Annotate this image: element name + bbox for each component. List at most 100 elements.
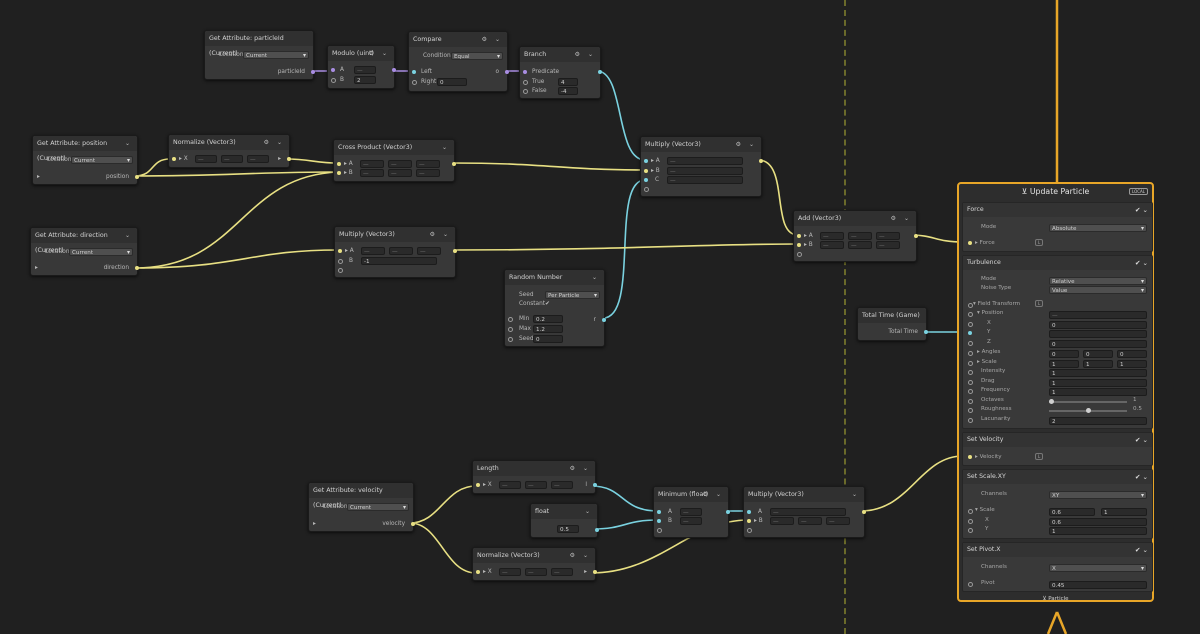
octaves-port[interactable]: [968, 399, 973, 404]
a-z-field[interactable]: —: [416, 160, 440, 168]
seed2-field[interactable]: 0: [533, 335, 563, 343]
c-field[interactable]: —: [667, 176, 743, 184]
location-dropdown[interactable]: Current: [69, 248, 133, 256]
b-field[interactable]: 2: [354, 76, 376, 84]
input-port-extra[interactable]: [747, 528, 752, 533]
input-port-a[interactable]: [331, 68, 335, 72]
scale-port[interactable]: [968, 361, 973, 366]
a-field[interactable]: —: [680, 508, 702, 516]
output-port[interactable]: [602, 318, 606, 322]
x-field[interactable]: —: [499, 568, 521, 576]
local-icon[interactable]: L: [1035, 453, 1044, 460]
random-number-node[interactable]: Random Number⌄ Seed Per Particle Constan…: [504, 269, 606, 347]
position-field[interactable]: —: [1049, 311, 1147, 319]
output-port[interactable]: [392, 68, 396, 72]
a-field[interactable]: —: [354, 66, 376, 74]
scale-port[interactable]: [968, 509, 973, 514]
input-port-extra[interactable]: [644, 187, 649, 192]
output-port[interactable]: [924, 330, 928, 334]
a-x-field[interactable]: —: [361, 247, 385, 255]
intensity-field[interactable]: 1: [1049, 369, 1147, 377]
location-dropdown[interactable]: Current: [71, 156, 133, 164]
get-attribute-velocity-node[interactable]: Get Attribute: velocity (Current) Locati…: [308, 482, 415, 532]
scale-y-field[interactable]: 1: [1101, 508, 1147, 516]
a-z-field[interactable]: —: [417, 247, 441, 255]
lacunarity-field[interactable]: 2: [1049, 417, 1147, 425]
input-port-max[interactable]: [508, 327, 513, 332]
noise-type-dropdown[interactable]: Value: [1049, 286, 1147, 294]
scale-x-port[interactable]: [968, 519, 973, 524]
normalize-vector3-node[interactable]: Normalize (Vector3)⚙ ⌄ ▸ X — — — ▸: [168, 134, 291, 168]
a-x-field[interactable]: —: [360, 160, 384, 168]
block-toggle[interactable]: ✔ ⌄: [1135, 259, 1148, 267]
minimum-float-node[interactable]: Minimum (float)⚙ ⌄ A — B —: [653, 486, 730, 538]
input-port-b[interactable]: [747, 519, 751, 523]
turbulence-block[interactable]: Turbulence✔ ⌄ Mode Relative Noise Type V…: [962, 255, 1153, 429]
roughness-slider-knob[interactable]: [1086, 408, 1091, 413]
gear-icon[interactable]: ⚙ ⌄: [574, 51, 596, 58]
input-port-b[interactable]: [797, 243, 801, 247]
lacunarity-port[interactable]: [968, 418, 973, 423]
input-port-a[interactable]: [657, 510, 661, 514]
input-port-b[interactable]: [337, 171, 341, 175]
expand-arrow-icon[interactable]: ▸: [35, 265, 38, 271]
z-field[interactable]: —: [551, 481, 573, 489]
local-badge[interactable]: LOCAL: [1129, 188, 1148, 195]
output-port[interactable]: [311, 70, 315, 74]
frequency-port[interactable]: [968, 389, 973, 394]
gear-icon[interactable]: ⚙ ⌄: [735, 141, 757, 148]
set-pivot-x-block[interactable]: Set Pivot.X✔ ⌄ Channels X Pivot 0.45: [962, 542, 1153, 592]
octaves-slider-knob[interactable]: [1049, 399, 1054, 404]
z-field[interactable]: —: [551, 568, 573, 576]
gear-icon[interactable]: ⚙ ⌄: [368, 50, 390, 57]
force-block[interactable]: Force✔ ⌄ Mode Absolute ▸ Force L: [962, 202, 1153, 252]
a-x-field[interactable]: —: [820, 232, 844, 240]
drag-field[interactable]: 1: [1049, 379, 1147, 387]
output-port[interactable]: [914, 234, 918, 238]
y-field[interactable]: —: [525, 568, 547, 576]
input-port-x[interactable]: [476, 570, 480, 574]
b-z-field[interactable]: —: [876, 241, 900, 249]
output-port[interactable]: [411, 522, 415, 526]
input-port-extra[interactable]: [657, 528, 662, 533]
condition-dropdown[interactable]: Equal: [451, 52, 503, 60]
float-node[interactable]: float⌄ 0.5: [530, 503, 599, 538]
a-z-field[interactable]: —: [876, 232, 900, 240]
multiply-vector3-node[interactable]: Multiply (Vector3)⚙ ⌄ ▸ A — — — B -1: [334, 226, 457, 278]
a-y-field[interactable]: —: [389, 247, 413, 255]
position-z-port[interactable]: [968, 341, 973, 346]
b-y-field[interactable]: —: [388, 169, 412, 177]
float-value-field[interactable]: 0.5: [557, 525, 579, 533]
input-port-true[interactable]: [523, 80, 528, 85]
block-toggle[interactable]: ✔ ⌄: [1135, 473, 1148, 481]
input-port-b[interactable]: [338, 259, 343, 264]
z-field[interactable]: —: [247, 155, 269, 163]
output-port[interactable]: [593, 483, 597, 487]
angles-x-field[interactable]: 0: [1049, 350, 1079, 358]
total-time-node[interactable]: Total Time (Game) Total Time: [857, 307, 928, 341]
input-port-min[interactable]: [508, 317, 513, 322]
gear-icon[interactable]: ⚙ ⌄: [890, 215, 912, 222]
input-port-b[interactable]: [644, 169, 648, 173]
multiply-vector3-node-2[interactable]: Multiply (Vector3)⚙ ⌄ ▸ A — ▸ B — C —: [640, 136, 763, 197]
chevron-down-icon[interactable]: ⌄: [124, 140, 133, 147]
max-field[interactable]: 1.2: [533, 325, 563, 333]
b-field[interactable]: -1: [361, 257, 437, 265]
output-port[interactable]: [135, 266, 139, 270]
position-y-port[interactable]: [968, 331, 972, 335]
chevron-down-icon[interactable]: ⌄: [851, 491, 860, 498]
branch-node[interactable]: Branch⚙ ⌄ Predicate True 4 False -4: [519, 46, 602, 99]
pivot-field[interactable]: 0.45: [1049, 581, 1147, 589]
gear-icon[interactable]: ⚙ ⌄: [569, 465, 591, 472]
b-z-field[interactable]: —: [416, 169, 440, 177]
intensity-port[interactable]: [968, 370, 973, 375]
b-x-field[interactable]: —: [770, 517, 794, 525]
b-z-field[interactable]: —: [826, 517, 850, 525]
octaves-value[interactable]: 1: [1133, 397, 1137, 403]
gear-icon[interactable]: ⚙ ⌄: [569, 552, 591, 559]
input-port-a[interactable]: [747, 510, 751, 514]
x-field[interactable]: —: [195, 155, 217, 163]
angles-y-field[interactable]: 0: [1083, 350, 1113, 358]
input-port-seed[interactable]: [508, 337, 513, 342]
output-port[interactable]: [862, 510, 866, 514]
